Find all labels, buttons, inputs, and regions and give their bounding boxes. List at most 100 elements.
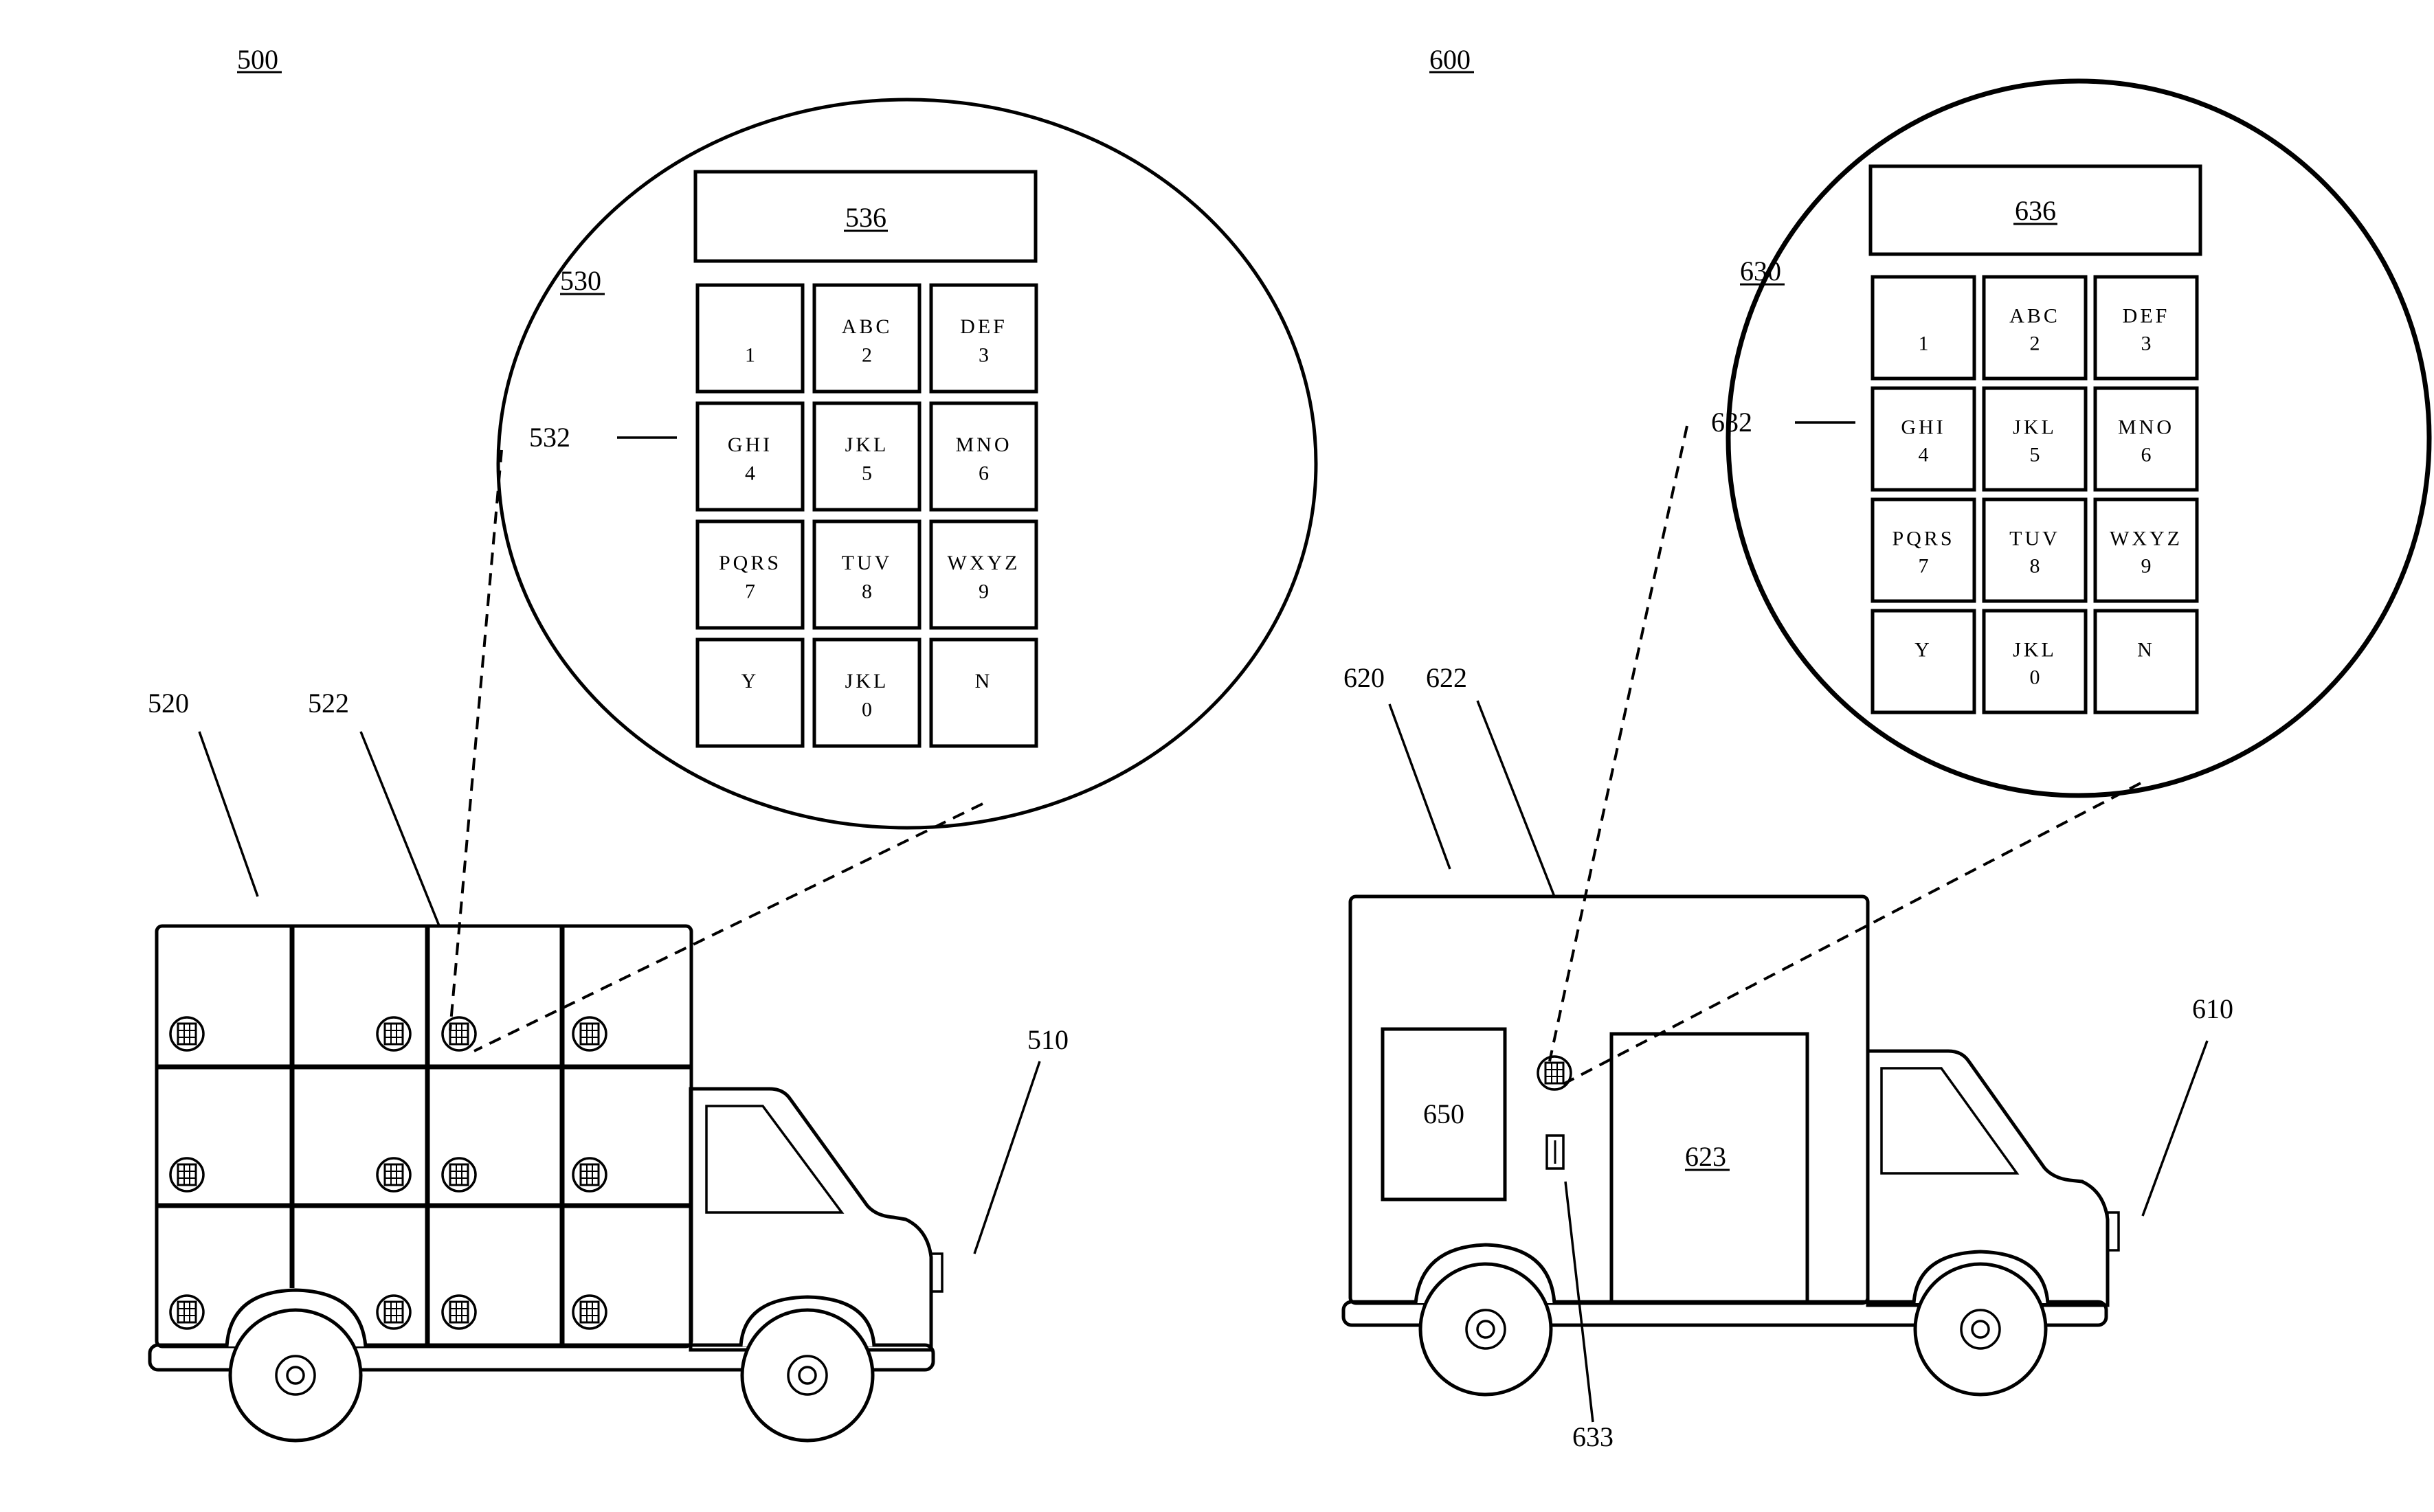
keypad-500-key-frame (929, 283, 1038, 394)
locker-keypad-ring (376, 1157, 412, 1193)
keypad-600-key[interactable]: Y (1871, 609, 1976, 714)
locker-keypad-icon[interactable] (169, 1016, 205, 1052)
locker-keypad-ring (572, 1294, 607, 1330)
locker-keypad-icon[interactable] (169, 1294, 205, 1330)
locker-keypad-body (579, 1022, 600, 1046)
keypad-500-key-letters: WXYZ (948, 552, 1020, 574)
keypad-500-key[interactable]: Y (695, 637, 805, 748)
rear-wheel-hub (275, 1355, 316, 1396)
keypad-500-key[interactable]: WXYZ 9 (929, 519, 1038, 630)
locker-keypad-body (579, 1300, 600, 1324)
truck-cab (689, 1087, 933, 1352)
figure-500: 500 530 532 536 1ABC2DEF3GHI4JKL5MNO6PQR… (148, 44, 1318, 1443)
front-wheel-hub (787, 1355, 828, 1396)
keypad-500-key-digit: 5 (862, 462, 872, 485)
keypad-500-key-frame (695, 401, 805, 512)
keypad-600-key-letters: ABC (2009, 305, 2060, 328)
locker-keypad-icon[interactable] (572, 1157, 607, 1193)
delivery-truck-510 (148, 924, 944, 1443)
side-keypad-ring (1537, 1055, 1572, 1091)
locker-keypad-ring (441, 1016, 477, 1052)
keypad-500-key-letters: MNO (955, 433, 1012, 456)
cargo-box-520 (155, 924, 693, 1349)
locker-keypad-icon[interactable] (376, 1157, 412, 1193)
locker-keypad-icon[interactable] (572, 1294, 607, 1330)
keypad-500-key-letters: ABC (842, 315, 893, 338)
keypad-500-key-digit: 4 (745, 462, 755, 485)
figure-600: 600 630 632 636 1ABC2DEF3GHI4JKL5MNO6PQR… (1341, 44, 2432, 1452)
panel-650 (1381, 1027, 1507, 1201)
keypad-600-key-frame (1871, 497, 1976, 603)
keypad-600-key[interactable]: N (2093, 609, 2199, 714)
cab-window (705, 1105, 845, 1214)
locker-keypad-icon[interactable] (441, 1157, 477, 1193)
keypad-600-key-letters: WXYZ (2110, 528, 2182, 550)
keypad-600-key[interactable]: 1 (1871, 275, 1976, 381)
keypad-600-key-digit: 0 (2030, 666, 2040, 689)
rear-wheel-center (286, 1366, 305, 1385)
keypad-500-key[interactable]: JKL 5 (812, 401, 922, 512)
keypad-500-key-letters: JKL (845, 433, 889, 456)
keypad-600-key-letters: GHI (1901, 416, 1945, 439)
keypad-500-key[interactable]: 1 (695, 283, 805, 394)
headlight-600 (2106, 1211, 2120, 1252)
door-label-522: 522 (308, 688, 349, 719)
keypad-500-key-digit: 7 (745, 580, 755, 603)
locker-keypad-icon[interactable] (169, 1157, 205, 1193)
locker-keypad-body (383, 1300, 404, 1324)
keypad-500-key-digit: 9 (979, 580, 989, 603)
callout-dashed-line-left-600 (1548, 425, 1688, 1062)
door-623 (1609, 1032, 1809, 1305)
headlight (930, 1252, 944, 1293)
cab-window-600 (1880, 1067, 2020, 1175)
keypad-600-key[interactable]: JKL 0 (1982, 609, 2088, 714)
locker-keypad-icon[interactable] (441, 1294, 477, 1330)
locker-keypad-icon[interactable] (441, 1016, 477, 1052)
rear-wheel-600 (1418, 1262, 1553, 1397)
card-slot-633 (1545, 1134, 1565, 1170)
locker-keypad-icon[interactable] (376, 1294, 412, 1330)
front-wheel-600 (1913, 1262, 2048, 1397)
side-keypad-body (1544, 1061, 1565, 1085)
keypad-500-key-frame (812, 637, 922, 748)
keypad-600-key-letters: JKL (2013, 639, 2057, 662)
keypad-grid-label-532: 532 (529, 422, 570, 453)
keypad-600-key-digit: 2 (2030, 332, 2040, 355)
locker-keypad-icon[interactable] (376, 1016, 412, 1052)
locker-keypad-icons (169, 1016, 607, 1330)
leader-610 (2141, 1040, 2209, 1217)
keypad-label-630: 630 (1740, 256, 1781, 286)
keypad-600-key[interactable]: ABC 2 (1982, 275, 2088, 381)
magnifier-circle-630 (1726, 78, 2432, 798)
keypad-label-530: 530 (560, 265, 601, 296)
keypad-500-key-digit: 8 (862, 580, 872, 603)
keypad-500-key-frame (812, 519, 922, 630)
locker-keypad-body (177, 1300, 197, 1324)
figure-500-label: 500 (237, 44, 278, 75)
keypad-500-key-frame (812, 283, 922, 394)
leader-520 (198, 731, 259, 897)
body-label-520: 520 (148, 688, 189, 719)
keypad-500-key-letters: JKL (845, 670, 889, 692)
body-label-620: 620 (1343, 662, 1385, 693)
keypad-500-key[interactable]: N (929, 637, 1038, 748)
locker-keypad-icon[interactable] (572, 1016, 607, 1052)
locker-keypad-ring (441, 1294, 477, 1330)
locker-keypad-body (177, 1163, 197, 1186)
locker-keypad-ring (441, 1157, 477, 1193)
keypad-500-key[interactable]: GHI 4 (695, 401, 805, 512)
keypad-500-key-letters: GHI (728, 433, 772, 456)
